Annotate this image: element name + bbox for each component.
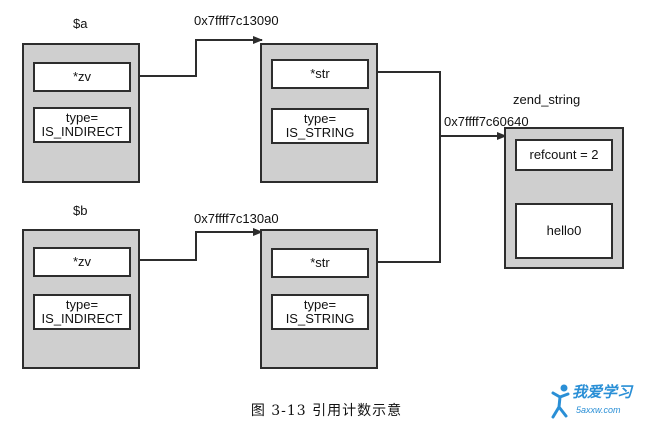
zend-string-address: 0x7ffff7c60640 — [444, 114, 529, 129]
string-value-cell: hello0 — [515, 203, 613, 259]
arrow-str-a-to-zend — [372, 71, 507, 140]
var-b-label: $b — [73, 203, 88, 218]
zval-b-str-cell: *str — [271, 248, 369, 278]
watermark-line1: 我爱学习 — [572, 384, 633, 401]
var-a-panel: *zv type= IS_INDIRECT — [22, 43, 140, 183]
var-a-zv-cell: *zv — [33, 62, 131, 92]
arrow-a-to-zval — [132, 36, 263, 77]
watermark-line2: 5axxw.com — [576, 405, 621, 415]
var-b-zv-cell: *zv — [33, 247, 131, 277]
zval-a-address: 0x7ffff7c13090 — [194, 13, 279, 28]
zval-a-str-cell: *str — [271, 59, 369, 89]
var-a-label: $a — [73, 16, 88, 31]
var-b-type-cell: type= IS_INDIRECT — [33, 294, 131, 330]
var-b-panel: *zv type= IS_INDIRECT — [22, 229, 140, 369]
watermark-logo: 我爱学习 5axxw.com — [548, 381, 648, 421]
arrow-b-to-zval — [132, 228, 263, 261]
zend-string-title: zend_string — [513, 92, 581, 107]
zval-b-panel: *str type= IS_STRING — [260, 229, 378, 369]
refcount-cell: refcount = 2 — [515, 139, 613, 171]
zval-b-type-cell: type= IS_STRING — [271, 294, 369, 330]
zend-string-panel: refcount = 2 hello0 — [504, 127, 624, 269]
zval-a-type-cell: type= IS_STRING — [271, 108, 369, 144]
figure-caption: 图 3-13 引用计数示意 — [250, 403, 403, 419]
line-str-b-to-join — [372, 136, 441, 263]
running-figure-icon — [551, 384, 570, 419]
var-a-type-cell: type= IS_INDIRECT — [33, 107, 131, 143]
zval-b-address: 0x7ffff7c130a0 — [194, 211, 279, 226]
zval-a-panel: *str type= IS_STRING — [260, 43, 378, 183]
